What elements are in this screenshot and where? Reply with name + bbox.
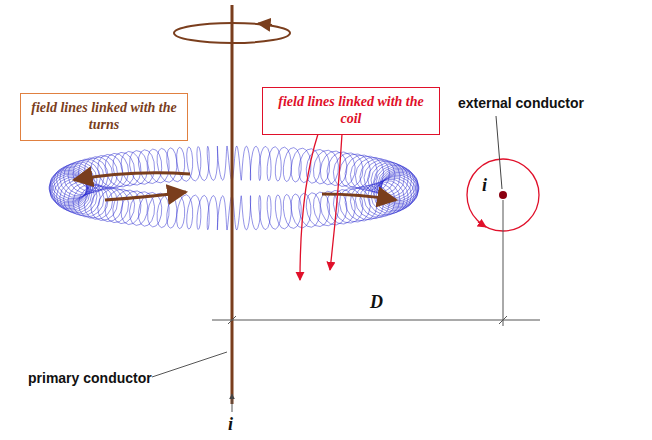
part-label: external conductor [458,95,584,111]
field-arrow [258,24,272,26]
current-arrow [232,394,233,412]
part-label: primary conductor [28,370,152,386]
toroidal-coil [49,146,419,230]
turns-note-box: field lines linked with the turns [20,93,188,141]
coil-note-box: field lines linked with the coil [262,87,440,135]
turn-field-arrows [74,173,396,200]
dimension-label: D [370,292,383,313]
current-symbol: i [482,175,487,196]
note-text: field lines linked with the turns [29,100,179,134]
field-ellipse [174,23,290,43]
leader-line [152,352,227,377]
external-field-arrow [478,222,486,227]
external-conductor [499,191,507,199]
dimension-d [212,200,540,326]
note-text: field lines linked with the coil [271,94,431,128]
coil-field-lines [300,134,342,280]
current-symbol: i [228,414,233,435]
coil-winding [49,146,419,230]
leader-line [496,116,502,189]
primary-conductor [231,5,234,404]
